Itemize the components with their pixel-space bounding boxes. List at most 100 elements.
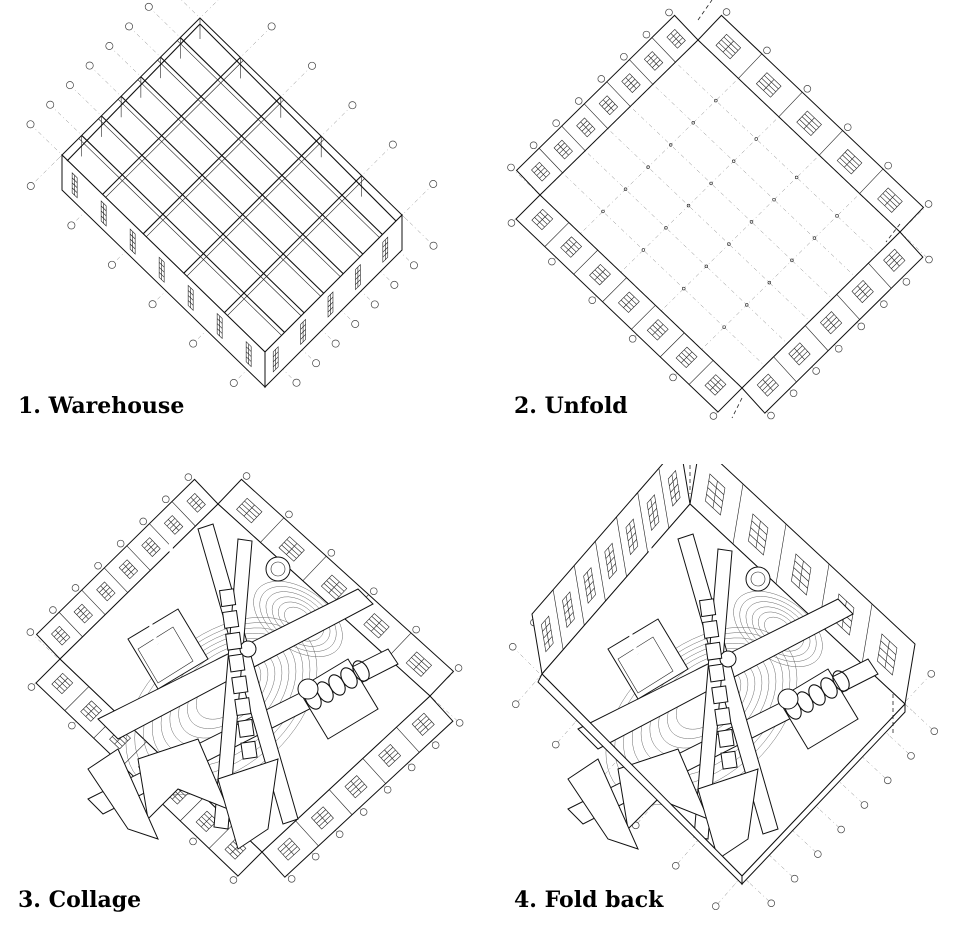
grid-bubble [669,373,677,382]
panel-fold-back: 4. Fold back [480,464,960,928]
grid-bubble [884,161,892,170]
window [216,312,223,340]
pipe-inner [628,538,654,655]
grid-bubble [454,664,463,672]
window [877,633,898,676]
window [646,319,669,341]
valve-segment [218,588,237,608]
valve-segment [234,697,252,717]
beam-edge [105,60,244,198]
window [96,581,116,602]
window [666,28,686,49]
window [300,318,306,346]
window [667,469,681,507]
wall-bay [804,325,829,351]
grid-bubble [383,785,392,794]
unfolded-plan-drawing [507,0,933,420]
grid-bubble [880,300,888,308]
grid-bubble [883,776,892,785]
window [278,536,305,562]
wall-bay [637,492,649,553]
wall-bay [778,91,803,118]
window-mullion [544,620,550,648]
wall-bay [738,53,763,79]
grid-bubble [907,752,915,760]
grid-line [811,802,842,830]
window [646,494,660,531]
column-dot [767,280,772,285]
grid-line [515,673,543,705]
beam [102,57,241,195]
grid-line [623,56,863,284]
window-mullion [798,560,804,589]
grid-line [555,122,795,351]
window [583,566,596,604]
grid-line [899,231,930,260]
panel-collage: 3. Collage [0,464,480,928]
cylinder [832,670,850,692]
beam-edge [117,99,321,297]
wall-bay [295,820,319,847]
grid-bubble [388,140,397,149]
grid-bubble [552,119,560,127]
grid-bubble [407,763,416,772]
grid-bubble [348,101,357,110]
window [625,518,639,556]
window [836,149,863,175]
engine-block [127,608,209,690]
column-dot [641,248,646,252]
window [277,837,301,861]
window [553,139,573,160]
blade [567,758,639,850]
grid-bubble [431,741,440,749]
grid-line [741,875,772,904]
window [355,263,361,291]
wall-bay [302,555,327,582]
window-mullion [370,619,382,632]
window [51,625,71,646]
window [531,208,554,231]
grid-bubble [927,670,936,678]
window-mullion [762,379,774,391]
window-mullion [625,77,637,89]
wall-bay [602,277,627,302]
window-mullion [85,705,97,717]
window-mullion [722,40,734,53]
grid-bubble [189,339,198,348]
window-mullion [602,99,614,111]
panel-warehouse: 1. Warehouse [0,0,480,464]
grid-line [675,835,703,866]
window [73,603,93,624]
window [715,33,742,60]
column-dot [623,187,628,191]
grid-line [858,752,888,781]
grid-line [555,714,583,745]
wall-bay [573,565,585,626]
grid-bubble [390,280,399,289]
grid-bubble [85,61,94,70]
window-mullion [580,121,592,134]
wall-bay [836,294,860,320]
engine-block [607,618,689,700]
window [100,200,107,227]
grid-bubble [722,8,731,16]
window-mullion [557,143,569,156]
wall-bay [773,356,797,383]
window [589,264,611,286]
grid-bubble [511,700,520,708]
wall-bay [149,523,174,549]
valve-segment [717,728,735,748]
window [562,591,575,629]
caption-fold-back: 4. Fold back [514,887,664,913]
fold-line [697,0,713,21]
grid-bubble [455,719,464,727]
wall-bay [64,686,90,711]
wall-bay [651,37,676,63]
wall-bay [208,824,234,849]
grid-line [715,875,743,907]
column-dot [731,159,736,163]
grid-bubble [65,81,74,90]
wall-bay [859,168,884,194]
inner-wall-edge [199,23,397,222]
blade [87,748,159,840]
